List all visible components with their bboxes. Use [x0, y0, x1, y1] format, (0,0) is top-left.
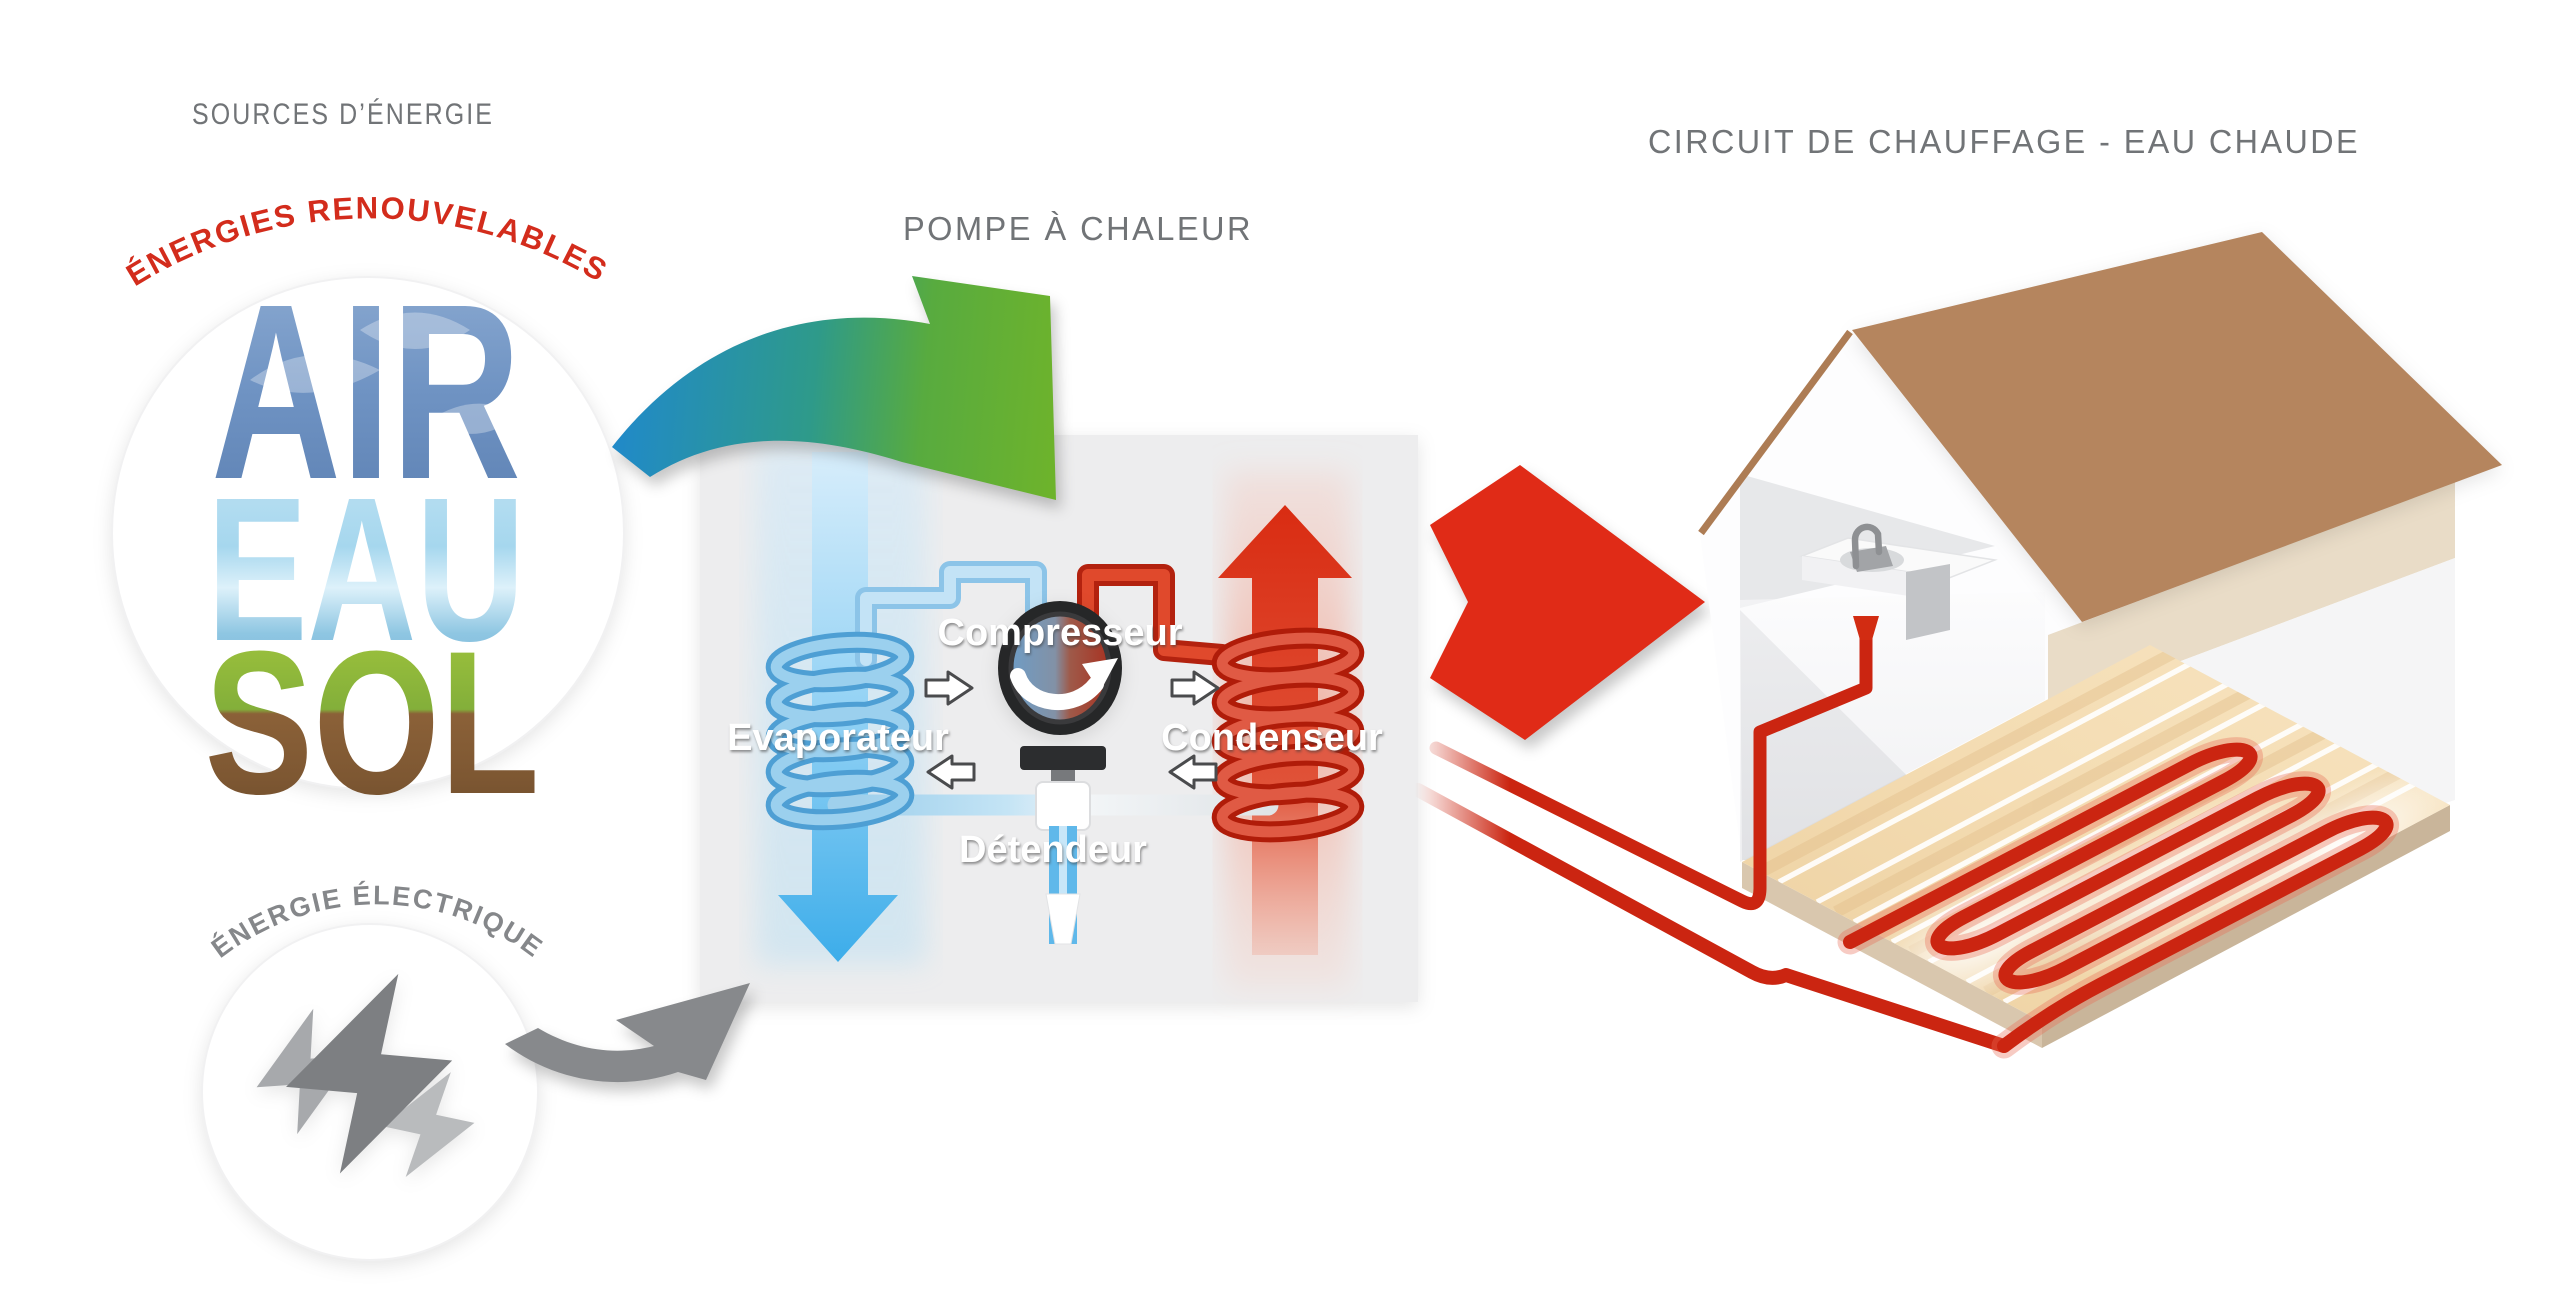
- air-leaf-swirls: [250, 312, 520, 434]
- title-sources: SOURCES D’ÉNERGIE: [192, 98, 494, 131]
- title-circuit: CIRCUIT DE CHAUFFAGE - EAU CHAUDE: [1648, 123, 2360, 160]
- renewable-circle: [111, 276, 625, 790]
- renewable-to-pump-arrow: [612, 276, 1056, 500]
- pipe-to-sink: [1429, 623, 1873, 911]
- expansion-valve: [1020, 746, 1106, 945]
- flow-arrow-right-top-right: [1170, 670, 1220, 706]
- word-sol: SOL: [205, 609, 540, 837]
- title-pump: POMPE À CHALEUR: [903, 210, 1253, 247]
- flow-direction-arrows: [924, 670, 1220, 790]
- electric-energy-badge: ÉNERGIE ÉLECTRIQUE: [201, 879, 547, 1261]
- evaporator-coil: [765, 631, 915, 831]
- heating-circuit-pipes: [1411, 616, 2399, 1059]
- cold-pipe: [860, 566, 1042, 666]
- pump-to-house-arrow: [1430, 465, 1705, 740]
- label-expansion-valve: Détendeur: [959, 829, 1147, 871]
- bolt-right-icon: [382, 1072, 475, 1177]
- heat-pump-box: Compresseur Evaporateur Condenseur Déten…: [700, 435, 1418, 1002]
- bolt-center-icon: [286, 973, 453, 1174]
- flow-arrow-left-bottom-left: [926, 754, 976, 790]
- house: [1698, 232, 2502, 1048]
- lightning-bolts-icon: [256, 973, 475, 1177]
- interior-wall-lower: [1740, 592, 2045, 862]
- word-air: AIR: [211, 252, 521, 531]
- compressor-rotation-arrow: [1010, 668, 1104, 711]
- label-evaporator: Evaporateur: [727, 717, 949, 759]
- pipe-sink-connector: [1853, 616, 1879, 640]
- flow-arrow-left-bottom-right: [1168, 754, 1218, 790]
- hot-flow-arrow-up: [1218, 505, 1352, 955]
- electric-to-pump-arrow: [505, 983, 750, 1083]
- hot-pipe: [1082, 569, 1228, 661]
- label-compressor: Compresseur: [938, 612, 1183, 654]
- pipe-supply-floor: [1411, 783, 2011, 1053]
- serpentine-pipe: [1843, 742, 2394, 1053]
- label-condenser: Condenseur: [1161, 717, 1383, 759]
- roof: [1852, 232, 2502, 622]
- condenser-coil: [1211, 627, 1365, 843]
- renewable-sources-badge: ÉNERGIES RENOUVELABLES AIR EAU SOL: [111, 190, 625, 837]
- word-eau: EAU: [207, 455, 525, 684]
- cabinet-panel: [1906, 564, 1950, 640]
- compressor: [998, 601, 1122, 735]
- roof-edge: [1698, 329, 1853, 536]
- floor-slab-side-left: [1742, 862, 2042, 1048]
- floor-slab-side-right: [2042, 805, 2450, 1048]
- faucet-icon: [1851, 523, 1883, 570]
- flow-arrow-right-top-left: [924, 670, 974, 706]
